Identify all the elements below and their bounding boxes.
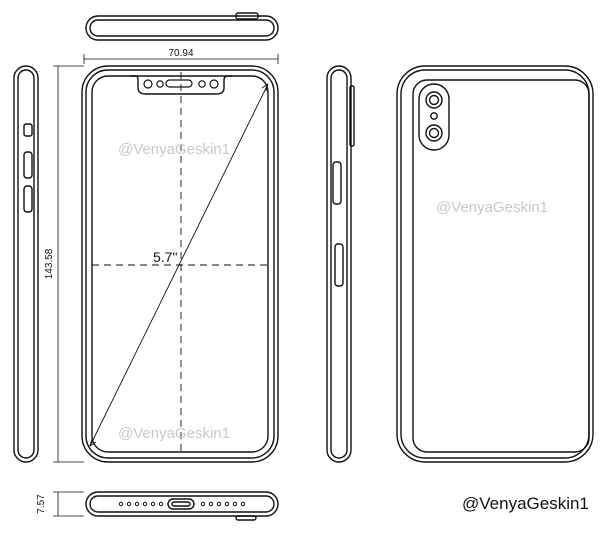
watermark-front-top: @VenyaGeskin1 (118, 141, 230, 158)
left-side-view (13, 65, 39, 463)
rear-camera-module (418, 83, 450, 151)
width-label: 70.94 (168, 48, 193, 59)
back-view (396, 65, 594, 463)
diagonal-size-label: 5.7" (153, 249, 177, 265)
screen-crosshair (92, 72, 272, 456)
height-dimension-line (53, 65, 84, 463)
front-camera-sensors (143, 79, 219, 89)
width-dimension-line (83, 54, 279, 64)
bottom-edge-view (85, 491, 279, 521)
speaker-grille (118, 501, 246, 507)
watermark-back: @VenyaGeskin1 (436, 199, 548, 216)
height-label: 143.58 (44, 248, 55, 279)
thickness-label: 7.57 (36, 494, 47, 514)
author-credit: @VenyaGeskin1 (462, 494, 589, 513)
front-view (81, 65, 279, 463)
watermark-front-bottom: @VenyaGeskin1 (118, 425, 230, 442)
top-edge-view (85, 12, 279, 41)
diagonal-measure-line (89, 83, 269, 447)
thickness-dimension-line (53, 491, 84, 517)
right-side-view (326, 65, 355, 463)
